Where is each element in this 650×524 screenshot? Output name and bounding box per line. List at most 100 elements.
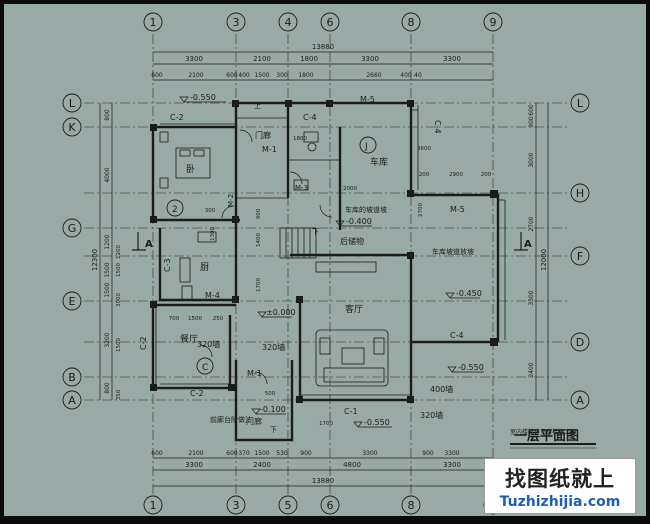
window-c2-bottom: C-2 — [190, 389, 204, 398]
svg-text:F: F — [577, 250, 583, 263]
door-m1-a: M-1 — [262, 145, 277, 154]
door-m1-b: M-1 — [247, 369, 262, 378]
svg-text:E: E — [69, 295, 76, 308]
window-c4-c: C-4 — [450, 331, 464, 340]
svg-text:3: 3 — [233, 16, 240, 29]
svg-text:5: 5 — [285, 499, 292, 512]
room-back-storage: 后储物 — [340, 236, 364, 246]
dim-bottom-detail-8: 900 — [422, 450, 434, 457]
dim-top-detail-2: 600 — [226, 72, 238, 79]
dim-top-detail-0: 600 — [151, 72, 163, 79]
dim-top-detail-9: 40 — [414, 72, 422, 79]
svg-text:A: A — [576, 394, 584, 407]
svg-text:G: G — [68, 222, 77, 235]
dim-bottom-detail-0: 600 — [151, 450, 163, 457]
stair-up-label: 上 — [254, 101, 261, 110]
grid-bubble-top-1: 1 — [144, 13, 162, 31]
svg-text:B: B — [68, 371, 76, 384]
dim-left-6: 800 — [104, 382, 111, 394]
room-bedroom: 卧 — [186, 163, 195, 175]
stair-down-label-a: 下 — [312, 228, 319, 236]
dim-top-detail-8: 400 — [400, 72, 412, 79]
room-garage: 车库 — [370, 156, 388, 168]
dim-right-total: 12000 — [540, 249, 548, 271]
dim-small-2: 200 — [481, 172, 492, 178]
dim-right-4: 3300 — [528, 290, 535, 305]
dim-bottom-mid-0: 3300 — [185, 461, 203, 469]
dim-small-16: 250 — [213, 316, 224, 322]
grid-bubble-left-E: E — [63, 292, 81, 310]
svg-text:8: 8 — [408, 499, 415, 512]
dim-bottom-total: 13880 — [312, 477, 334, 485]
dim-left-3: 1500 — [104, 262, 111, 277]
dim-left-5: 3200 — [104, 332, 111, 347]
grid-bubble-right-D: D — [571, 333, 589, 351]
window-c1: C-1 — [344, 407, 358, 416]
dim-small-8: 2700 — [418, 203, 424, 217]
grid-bubble-bottom-8: 8 — [402, 496, 420, 514]
grid-bubble-top-3: 3 — [227, 13, 245, 31]
grid-bubble-bottom-3: 3 — [227, 496, 245, 514]
dim-top-mid-2: 1800 — [300, 55, 318, 63]
detail-c: C — [202, 363, 208, 373]
dim-bottom-detail-1: 2100 — [188, 450, 203, 457]
dim-bottom-mid-3: 3300 — [443, 461, 461, 469]
porch-label-a: 门廊 — [255, 130, 271, 140]
level-1: -0.550 — [190, 93, 216, 102]
dim-small-0: 200 — [419, 172, 430, 178]
dim-small-7: 1700 — [256, 278, 262, 292]
level-5: -0.550 — [458, 363, 484, 372]
dim-top-detail-5: 300 — [276, 72, 288, 79]
dim-bottom-detail-3: 370 — [238, 450, 250, 457]
grid-bubble-left-B: B — [63, 368, 81, 386]
dim-top-detail-7: 2660 — [366, 72, 381, 79]
drawing-title: 一层平面图 — [514, 429, 579, 444]
dim-small-20: 350 — [116, 389, 122, 400]
dim-small-10: 1800 — [293, 136, 307, 142]
dim-top-mid-0: 3300 — [185, 55, 203, 63]
detail-j: J — [364, 142, 368, 152]
svg-text:9: 9 — [490, 16, 497, 29]
grid-bubble-top-6: 6 — [321, 13, 339, 31]
window-c4-b: C-4 — [433, 120, 442, 134]
level-3: -0.450 — [456, 289, 482, 298]
grid-bubble-bottom-6: 6 — [321, 496, 339, 514]
dim-small-11: 2000 — [343, 186, 357, 192]
dim-small-21: 500 — [265, 391, 276, 397]
window-c3: C-3 — [163, 258, 172, 272]
svg-text:A: A — [68, 394, 76, 407]
dim-bottom-mid-2: 4800 — [343, 461, 361, 469]
dim-left-total: 12300 — [91, 249, 99, 271]
dim-top-detail-6: 1800 — [298, 72, 313, 79]
svg-text:L: L — [577, 97, 584, 110]
dim-small-5: 900 — [256, 208, 262, 219]
window-c4-a: C-4 — [303, 113, 317, 122]
grid-bubble-bottom-1: 1 — [144, 496, 162, 514]
dim-right-2: 3000 — [528, 152, 535, 167]
dim-bottom-mid-1: 2400 — [253, 461, 271, 469]
dim-top-mid-1: 2100 — [253, 55, 271, 63]
grid-bubble-right-A: A — [571, 391, 589, 409]
svg-text:3: 3 — [233, 499, 240, 512]
dim-small-15: 1500 — [188, 316, 202, 322]
dim-top-detail-4: 1500 — [254, 72, 269, 79]
dim-top-detail-1: 2100 — [188, 72, 203, 79]
dim-left-0: 800 — [104, 109, 111, 121]
watermark-en: Tuzhizhijia.com — [485, 494, 635, 510]
grid-bubble-bottom-5: 5 — [279, 496, 297, 514]
wall-note-320-a: 320墙 — [197, 339, 220, 349]
svg-text:H: H — [576, 187, 584, 200]
grid-bubble-top-8: 8 — [402, 13, 420, 31]
svg-text:6: 6 — [327, 16, 334, 29]
dim-small-17: 3000 — [116, 293, 122, 307]
grid-bubble-top-4: 4 — [279, 13, 297, 31]
grid-bubble-right-L: L — [571, 94, 589, 112]
dim-left-2: 1200 — [104, 234, 111, 249]
dim-small-9: 3600 — [417, 146, 431, 152]
stair-down-label-b: 下 — [270, 426, 277, 434]
dim-right-5: 2400 — [528, 362, 535, 377]
window-c2-top: C-2 — [170, 113, 184, 122]
level-7: -0.550 — [364, 418, 390, 427]
